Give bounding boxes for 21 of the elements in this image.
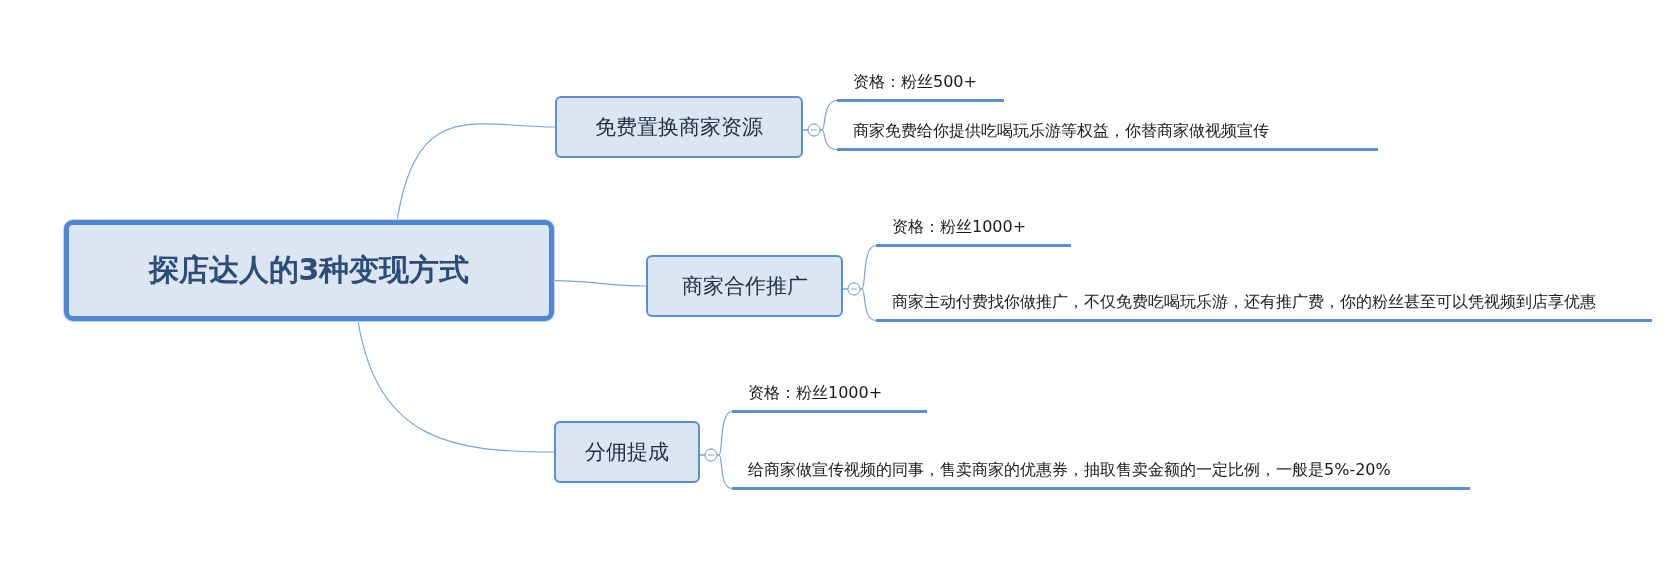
- topic-text: 免费置换商家资源: [595, 114, 763, 141]
- subtopic-text: 资格：粉丝500+: [853, 71, 977, 93]
- subtopic-text: 商家主动付费找你做推广，不仅免费吃喝玩乐游，还有推广费，你的粉丝甚至可以凭视频到店享优惠: [892, 291, 1596, 313]
- connector-line: [553, 280, 647, 287]
- connector-line: [842, 282, 877, 322]
- subtopic-text: 商家免费给你提供吃喝玩乐游等权益，你替商家做视频宣传: [853, 120, 1269, 142]
- connector-line: [802, 123, 838, 151]
- subtopic-line: [837, 119, 1378, 151]
- subtopic-text: 资格：粉丝1000+: [892, 216, 1027, 238]
- main-topic: [554, 421, 700, 483]
- connector-line: [357, 320, 555, 453]
- subtopic-text: 给商家做宣传视频的同事，售卖商家的优惠券，抽取售卖金额的一定比例，一般是5%-20%: [748, 459, 1391, 481]
- subtopic-text: 资格：粉丝1000+: [748, 382, 883, 404]
- connector-line: [396, 123, 556, 221]
- topic-text: 探店达人的3种变现方式: [148, 251, 470, 289]
- main-topic: [555, 96, 803, 158]
- topic-text: 分佣提成: [585, 439, 669, 466]
- connector-line: [699, 448, 733, 490]
- central-topic: [64, 220, 554, 321]
- main-topic: [646, 255, 843, 317]
- topic-text: 商家合作推广: [681, 273, 808, 300]
